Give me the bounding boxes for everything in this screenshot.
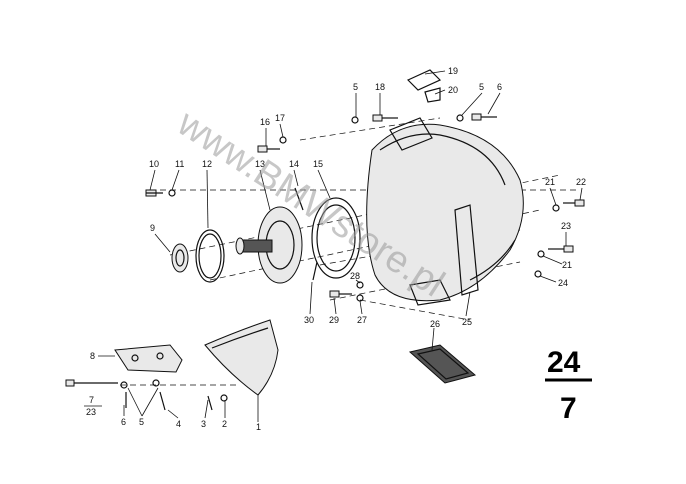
label-5-top-right: 5 [479,82,484,92]
label-15: 15 [313,159,323,169]
transmission-housing [366,117,524,306]
part-8-bracket [114,344,183,373]
label-9: 9 [150,223,155,233]
label-28: 28 [350,271,360,281]
label-10: 10 [149,159,159,169]
part-15-gasket [311,197,361,279]
label-18: 18 [375,82,385,92]
label-6-top: 6 [497,82,502,92]
label-29: 29 [329,315,339,325]
label-30: 30 [304,315,314,325]
label-13: 13 [255,159,265,169]
label-20: 20 [448,85,458,95]
part-26-plate [408,344,477,384]
label-6-lower: 6 [121,417,126,427]
label-25: 25 [462,317,472,327]
group-number-top: 24 [547,346,581,379]
label-1: 1 [256,422,261,432]
label-8: 8 [90,351,95,361]
label-17: 17 [275,113,285,123]
label-27: 27 [357,315,367,325]
part-13-cover [235,206,303,284]
group-number: 24 7 [545,346,592,425]
label-5-lower: 5 [139,417,144,427]
label-21-upper: 21 [545,177,555,187]
part-9-seal [171,243,189,273]
label-11: 11 [175,159,184,169]
label-26: 26 [430,319,440,329]
label-12: 12 [202,159,212,169]
leader-lines [98,70,583,422]
group-number-bottom: 7 [560,392,577,425]
part-1-shield [204,319,279,396]
label-7: 7 [89,395,94,405]
label-23-right: 23 [561,221,571,231]
label-14: 14 [289,159,299,169]
label-21-lower: 21 [562,260,572,270]
label-2: 2 [222,419,227,429]
label-5-top-left: 5 [353,82,358,92]
label-16: 16 [260,117,270,127]
part-labels: 1 2 3 4 5 6 7 23 8 9 10 11 12 13 14 15 1… [84,66,586,432]
label-19: 19 [448,66,458,76]
label-24: 24 [558,278,568,288]
part-12-ring [195,229,225,283]
label-23-lower: 23 [86,407,96,417]
label-3: 3 [201,419,206,429]
label-22: 22 [576,177,586,187]
label-4: 4 [176,419,181,429]
